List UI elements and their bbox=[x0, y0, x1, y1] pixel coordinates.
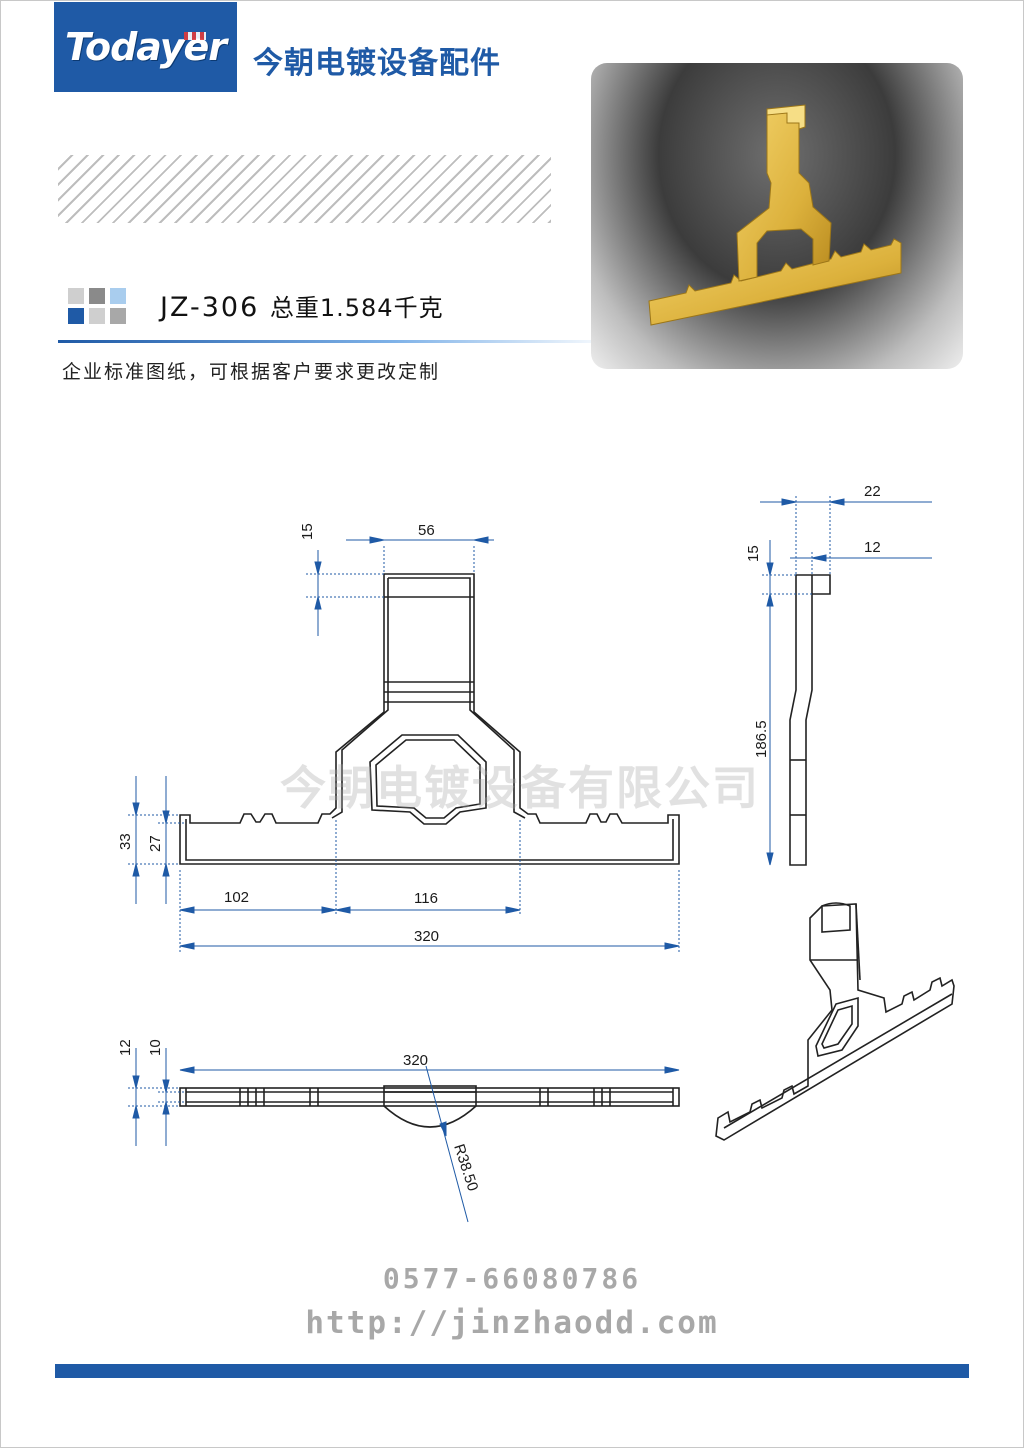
side-dimensions bbox=[760, 496, 932, 866]
dim-inner-height: 27 bbox=[147, 835, 164, 852]
dim-top-width: 56 bbox=[418, 522, 435, 539]
model-number: JZ-306 bbox=[160, 292, 260, 323]
hatch-decoration bbox=[58, 155, 551, 223]
side-dimension-labels: 22 12 15 186.5 bbox=[745, 483, 881, 758]
swatch-3 bbox=[110, 288, 126, 304]
product-photo bbox=[591, 63, 963, 369]
dim-bottom-outer-height: 12 bbox=[117, 1039, 134, 1056]
swatch-5 bbox=[89, 308, 105, 324]
bottom-view bbox=[179, 1085, 680, 1128]
dim-side-length: 186.5 bbox=[753, 720, 770, 758]
dim-bottom-inner-height: 10 bbox=[147, 1039, 164, 1056]
bottom-dimensions bbox=[128, 1048, 680, 1223]
bottom-dimension-labels: 320 12 10 R38.50 bbox=[117, 1039, 481, 1193]
dim-total-width: 320 bbox=[414, 928, 439, 945]
dim-top-height: 15 bbox=[299, 523, 316, 540]
swatch-6 bbox=[110, 308, 126, 324]
swatch-1 bbox=[68, 288, 84, 304]
dim-side-inner-width: 12 bbox=[864, 539, 881, 556]
side-view bbox=[789, 574, 831, 866]
customization-note: 企业标准图纸，可根据客户要求更改定制 bbox=[62, 361, 441, 383]
dim-outer-height: 33 bbox=[117, 833, 134, 850]
dim-bottom-width: 320 bbox=[403, 1052, 428, 1069]
footer-bar bbox=[55, 1364, 969, 1378]
logo-checker-mark bbox=[184, 32, 206, 40]
model-title: JZ-306 总重1.584千克 bbox=[160, 288, 444, 323]
website-link[interactable]: http://jinzhaodd.com bbox=[305, 1305, 719, 1341]
phone-number: 0577-66080786 bbox=[382, 1262, 642, 1295]
dim-left-span: 102 bbox=[224, 889, 249, 906]
title-underline bbox=[58, 340, 618, 343]
model-weight: 总重1.584千克 bbox=[269, 294, 444, 322]
front-dimension-labels: 56 15 33 27 102 116 320 bbox=[117, 522, 439, 945]
front-view bbox=[179, 573, 680, 865]
company-name: 今朝电镀设备配件 bbox=[253, 46, 501, 81]
isometric-view bbox=[715, 902, 955, 1141]
dim-side-top-height: 15 bbox=[745, 545, 762, 562]
front-dimensions bbox=[128, 536, 680, 952]
dim-center-span: 116 bbox=[414, 890, 438, 907]
swatch-4 bbox=[68, 308, 84, 324]
dim-side-top-width: 22 bbox=[864, 483, 881, 500]
brand-logo: Todayer bbox=[54, 2, 237, 92]
product-render bbox=[648, 104, 902, 326]
swatch-2 bbox=[89, 288, 105, 304]
color-swatches bbox=[68, 288, 128, 324]
dim-radius: R38.50 bbox=[450, 1142, 481, 1193]
